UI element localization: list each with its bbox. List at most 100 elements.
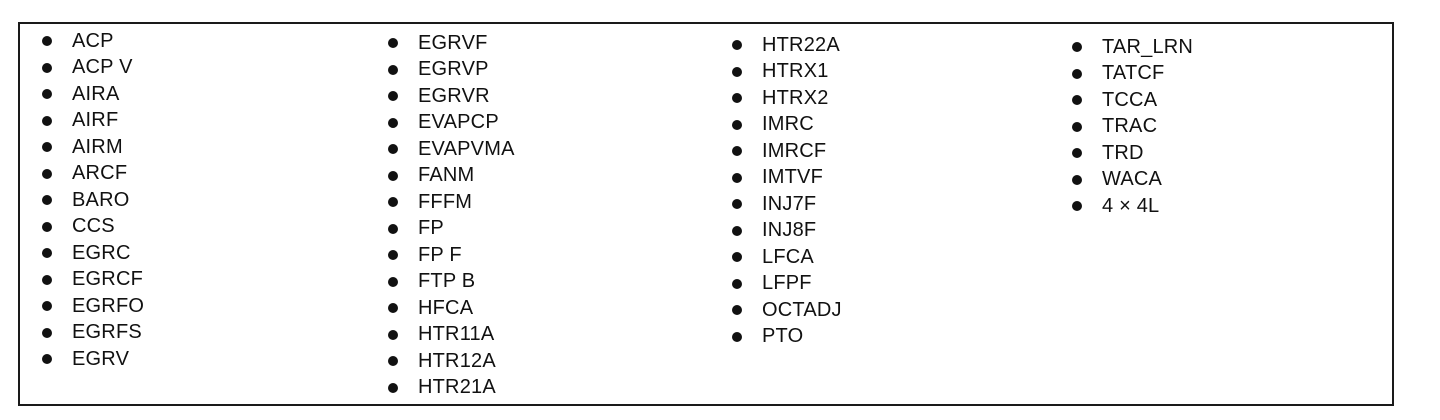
bullet-icon [732, 225, 742, 236]
list-item: FANM [388, 163, 515, 190]
list-item-label: EGRCF [72, 268, 143, 291]
list-item: EGRVP [388, 57, 515, 84]
list-item-label: FFFM [418, 190, 473, 213]
list-item-label: FTP B [418, 270, 476, 293]
list-item: FTP B [388, 269, 515, 296]
list-item: HTRX2 [732, 85, 842, 112]
list-item: HFCA [388, 295, 515, 322]
bullet-icon [42, 142, 52, 153]
bullet-icon [42, 354, 52, 365]
bullet-icon [732, 66, 742, 77]
bullet-icon [42, 62, 52, 73]
bullet-icon [732, 172, 742, 183]
list-item: EGRCF [42, 267, 144, 294]
list-item: CCS [42, 214, 144, 241]
bullet-icon [42, 36, 52, 47]
list-item-label: ARCF [72, 162, 128, 185]
bullet-icon [732, 93, 742, 104]
list-item: TATCF [1072, 61, 1193, 88]
bullet-icon [1072, 95, 1082, 106]
list-item: EGRV [42, 346, 144, 373]
list-item: HTRX1 [732, 59, 842, 86]
list-item-label: HFCA [418, 296, 474, 319]
list-item-label: FANM [418, 164, 475, 187]
list-item-label: INJ8F [762, 219, 817, 242]
bullet-icon [1072, 68, 1082, 79]
list-item-label: EGRFS [72, 321, 142, 344]
list-item-label: IMRC [762, 113, 814, 136]
list-item: TAR_LRN [1072, 34, 1193, 61]
list-item: FP F [388, 242, 515, 269]
list-item: LFCA [732, 244, 842, 271]
list-item-label: EGRVR [418, 84, 490, 107]
list-item-label: HTRX1 [762, 60, 829, 83]
list-item: TRD [1072, 140, 1193, 167]
list-item-label: IMRCF [762, 139, 827, 162]
list-item: HTR22A [732, 32, 842, 59]
list-item-label: 4 × 4L [1102, 194, 1160, 217]
list-item: 4 × 4L [1072, 193, 1193, 220]
list-item-label: CCS [72, 215, 115, 238]
list-item-label: EVAPVMA [418, 137, 515, 160]
list-item: FFFM [388, 189, 515, 216]
bullet-icon [732, 252, 742, 263]
list-item: OCTADJ [732, 297, 842, 324]
bullet-icon [388, 170, 398, 181]
list-item-label: TAR_LRN [1102, 35, 1194, 58]
list-item-label: EGRC [72, 241, 131, 264]
bullet-icon [42, 221, 52, 232]
list-item-label: FP [418, 217, 444, 240]
list-item: ARCF [42, 161, 144, 188]
code-column-4: TAR_LRN TATCF TCCA TRAC TRD WACA 4 × 4L [1072, 34, 1193, 220]
list-item: EVAPCP [388, 110, 515, 137]
bullet-icon [732, 199, 742, 210]
list-item: TCCA [1072, 87, 1193, 114]
list-item-label: AIRA [72, 82, 120, 105]
bullet-icon [388, 382, 398, 393]
bullet-icon [42, 248, 52, 259]
bullet-icon [388, 197, 398, 208]
bullet-icon [388, 276, 398, 287]
list-item: ACP [42, 28, 144, 55]
bullet-icon [388, 38, 398, 49]
list-item: HTR11A [388, 322, 515, 349]
bullet-icon [42, 89, 52, 100]
list-item: AIRA [42, 81, 144, 108]
bullet-icon [732, 40, 742, 51]
list-item: EGRFS [42, 320, 144, 347]
list-item-label: WACA [1102, 168, 1163, 191]
bullet-icon [732, 146, 742, 157]
bullet-icon [388, 223, 398, 234]
list-item: IMTVF [732, 165, 842, 192]
list-item-label: PTO [762, 325, 804, 348]
list-item: EGRFO [42, 293, 144, 320]
bullet-icon [388, 64, 398, 75]
bullet-icon [42, 327, 52, 338]
list-item-label: OCTADJ [762, 298, 842, 321]
list-item-label: TRD [1102, 141, 1144, 164]
list-item-label: TRAC [1102, 115, 1158, 138]
list-item-label: TCCA [1102, 88, 1158, 111]
list-item-label: EGRV [72, 347, 130, 370]
bullet-icon [388, 356, 398, 367]
list-item: FP [388, 216, 515, 243]
bullet-icon [388, 144, 398, 155]
list-item-label: TATCF [1102, 62, 1165, 85]
list-item: HTR12A [388, 348, 515, 375]
list-item: BARO [42, 187, 144, 214]
list-item: TRAC [1072, 114, 1193, 141]
list-item: AIRM [42, 134, 144, 161]
list-item-label: EGRVP [418, 58, 489, 81]
list-item-label: IMTVF [762, 166, 823, 189]
bullet-icon [1072, 174, 1082, 185]
list-item-label: HTR12A [418, 349, 496, 372]
list-item-label: HTR11A [418, 323, 495, 346]
list-item: EGRVF [388, 30, 515, 57]
list-item: EVAPVMA [388, 136, 515, 163]
list-item: INJ8F [732, 218, 842, 245]
list-item-label: LFCA [762, 245, 814, 268]
bullet-icon [732, 119, 742, 130]
